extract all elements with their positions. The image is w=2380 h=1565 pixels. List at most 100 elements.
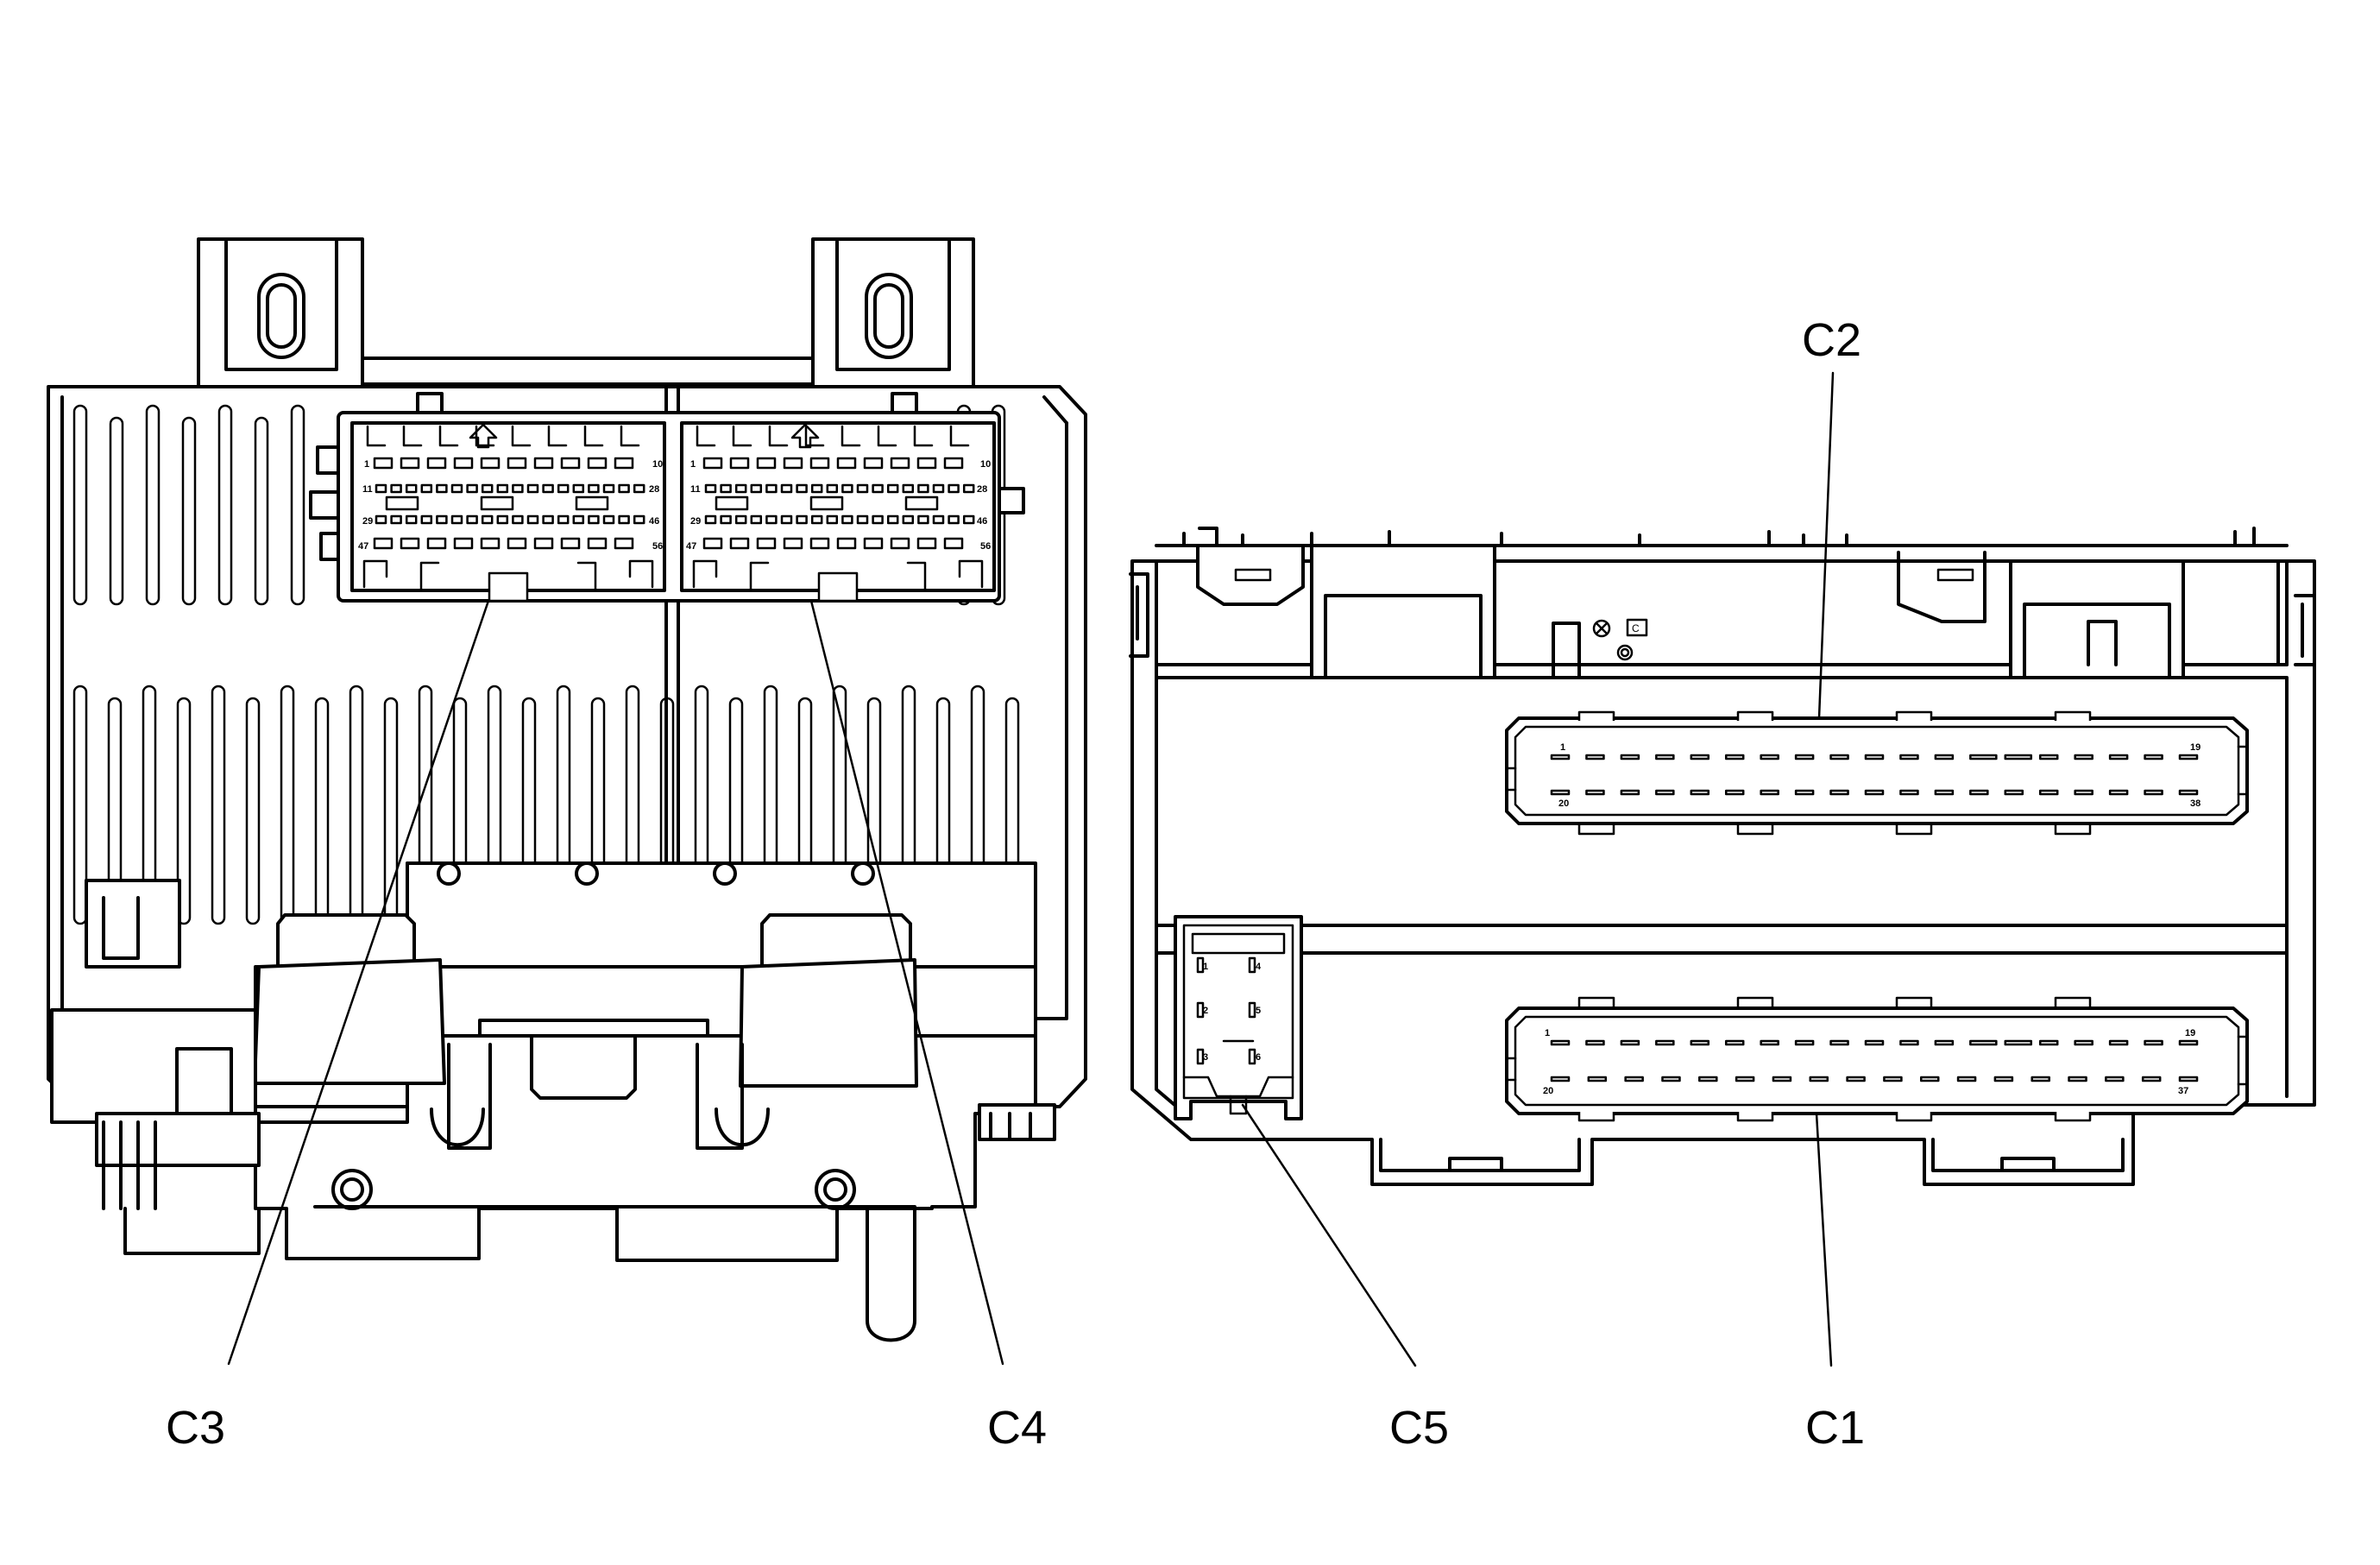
pin-cavity <box>809 457 830 470</box>
pin-cavity <box>1864 1039 1885 1046</box>
pin-cavity <box>1585 789 1605 796</box>
pin-number: 29 <box>690 516 701 527</box>
pin-cavity <box>872 514 884 525</box>
pin-cavity <box>704 514 717 525</box>
pin-number: 38 <box>2190 798 2201 809</box>
pin-cavity <box>1864 754 1885 760</box>
pin-cavity <box>1883 1076 1903 1082</box>
pin-number: 46 <box>649 516 659 527</box>
pin-cavity <box>560 457 581 470</box>
left-mounting-tab <box>197 237 364 393</box>
latch-feature <box>692 559 718 589</box>
locking-ear <box>1577 1112 1615 1122</box>
pin-cavity <box>526 483 539 494</box>
pin-cavity <box>405 483 418 494</box>
pin-number: 5 <box>1256 1006 1261 1016</box>
left-module <box>47 237 1087 1342</box>
pin-cavity <box>557 514 570 525</box>
c2-pin-numbers: 1 19 20 38 <box>1558 742 2201 809</box>
pin-number: 1 <box>1560 742 1565 753</box>
pin-cavity <box>856 514 869 525</box>
pin-cavity <box>1846 1076 1866 1082</box>
vent-slot <box>176 697 192 925</box>
vent-slot <box>72 685 88 925</box>
pin-cavity <box>836 457 857 470</box>
latch-feature <box>906 561 927 592</box>
right-mounting-tab <box>811 237 975 393</box>
pin-cavity <box>2141 1076 2162 1082</box>
pin-cavity <box>836 537 857 550</box>
vent-slot <box>145 404 161 606</box>
pin-cavity <box>2178 754 2199 760</box>
c5-pin-numbers: 1 4 2 5 3 6 <box>1203 962 1262 1063</box>
key-slot <box>402 425 423 447</box>
pin-number: 47 <box>358 541 368 552</box>
pin-cavity <box>1196 1001 1205 1019</box>
key-slot <box>732 425 752 447</box>
pin-cavity <box>1829 754 1849 760</box>
pin-cavity <box>886 514 899 525</box>
pin-cavity <box>1934 754 1955 760</box>
pin-cavity <box>602 514 615 525</box>
vent-slot <box>72 404 88 606</box>
c5-connector-face <box>1196 956 1256 1065</box>
key-slot <box>366 425 387 447</box>
pin-cavity <box>2004 1039 2033 1046</box>
c2-connector <box>1505 716 2249 825</box>
pin-cavity <box>826 483 839 494</box>
pin-cavity <box>426 457 447 470</box>
pin-number: 56 <box>980 541 991 552</box>
pin-cavity <box>481 514 494 525</box>
pin-cavity <box>841 514 853 525</box>
pin-cavity <box>400 457 420 470</box>
pin-cavity <box>542 483 554 494</box>
pin-cavity <box>1655 789 1675 796</box>
pin-cavity <box>810 514 823 525</box>
pin-cavity <box>750 483 763 494</box>
pin-cavity <box>810 483 823 494</box>
pin-cavity <box>932 483 945 494</box>
latch-feature <box>419 561 440 592</box>
locking-ear <box>2054 825 2092 836</box>
pin-cavity <box>1724 754 1745 760</box>
pin-cavity <box>943 537 964 550</box>
pin-cavity <box>526 514 539 525</box>
pin-cavity <box>420 483 433 494</box>
pin-cavity <box>916 457 937 470</box>
pin-cavity <box>1196 1048 1205 1065</box>
latch-feature <box>362 559 388 589</box>
pin-cavity <box>375 483 387 494</box>
vent-slot <box>217 404 233 606</box>
pin-cavity <box>1794 754 1815 760</box>
pin-cavity <box>436 483 448 494</box>
pin-cavity <box>1864 789 1885 796</box>
vent-slot <box>254 416 269 606</box>
pin-cavity <box>533 457 554 470</box>
pin-cavity <box>453 457 474 470</box>
pin-cavity <box>466 514 478 525</box>
pin-cavity <box>809 537 830 550</box>
locking-ear <box>1895 996 1933 1007</box>
pin-cavity <box>1698 1076 1718 1082</box>
locking-ear <box>1736 825 1774 836</box>
pin-cavity <box>2144 754 2163 760</box>
pin-cavity <box>1620 754 1640 760</box>
pin-cavity <box>886 483 899 494</box>
locking-ear <box>1736 1112 1774 1122</box>
key-slot <box>438 425 459 447</box>
pin-number: 6 <box>1256 1052 1261 1063</box>
c5-leader-line <box>1241 1103 1417 1367</box>
pin-cavity <box>943 457 964 470</box>
pin-cavity <box>2038 1039 2059 1046</box>
pin-cavity <box>1993 1076 2014 1082</box>
key-slot <box>949 425 970 447</box>
key-slot <box>583 425 604 447</box>
c5-connector <box>1174 915 1303 1120</box>
cross-circle-icon <box>1592 619 1611 638</box>
pin-cavity <box>783 457 803 470</box>
left-vent-slots <box>72 404 1020 925</box>
pin-cavity <box>783 537 803 550</box>
key-slot <box>620 425 640 447</box>
key-slot <box>841 425 861 447</box>
